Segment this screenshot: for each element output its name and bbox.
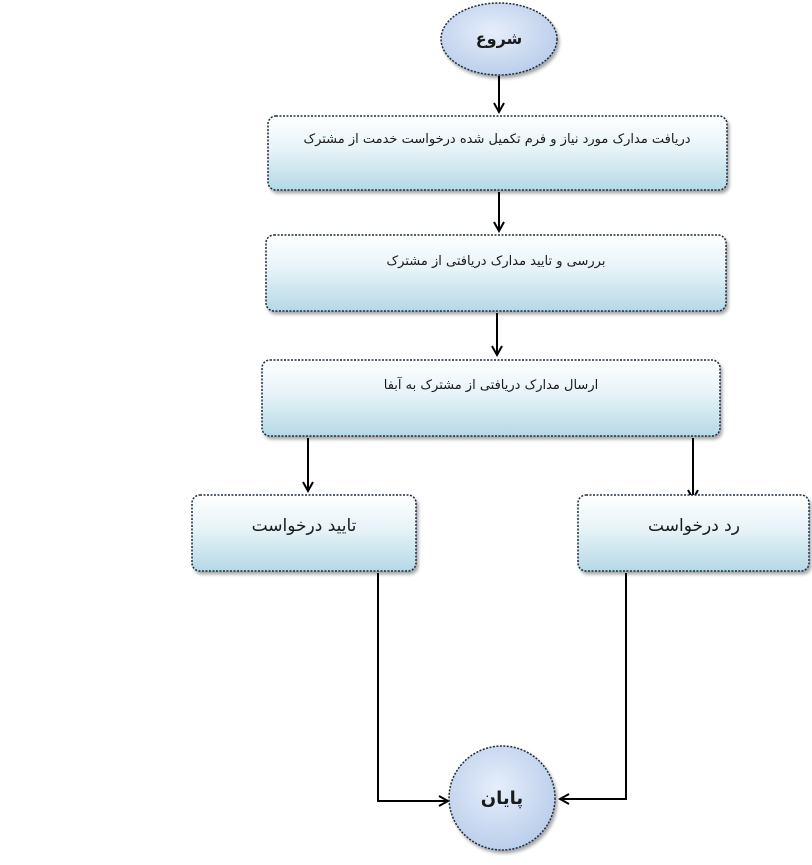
approve-request-node: تایید درخواست bbox=[191, 494, 417, 572]
connector-reject-to-end bbox=[560, 573, 627, 799]
step-send-documents: ارسال مدارک دریافتی از مشترک به آبفا bbox=[261, 359, 721, 437]
step-receive-documents-label: دریافت مدارک مورد نیاز و فرم تکمیل شده د… bbox=[303, 132, 690, 147]
step-review-documents: بررسی و تایید مدارک دریافتی از مشترک bbox=[265, 234, 727, 312]
reject-request-label: رد درخواست bbox=[648, 516, 740, 536]
start-node: شروع bbox=[440, 2, 558, 76]
start-label: شروع bbox=[476, 29, 523, 48]
step-receive-documents: دریافت مدارک مورد نیاز و فرم تکمیل شده د… bbox=[267, 115, 728, 191]
reject-request-node: رد درخواست bbox=[577, 494, 810, 572]
step-send-documents-label: ارسال مدارک دریافتی از مشترک به آبفا bbox=[384, 376, 598, 393]
connector-approve-to-end bbox=[377, 573, 448, 801]
approve-request-label: تایید درخواست bbox=[252, 516, 357, 536]
end-node: پایان bbox=[448, 745, 556, 851]
end-label: پایان bbox=[481, 788, 523, 809]
step-review-documents-label: بررسی و تایید مدارک دریافتی از مشترک bbox=[387, 254, 606, 269]
